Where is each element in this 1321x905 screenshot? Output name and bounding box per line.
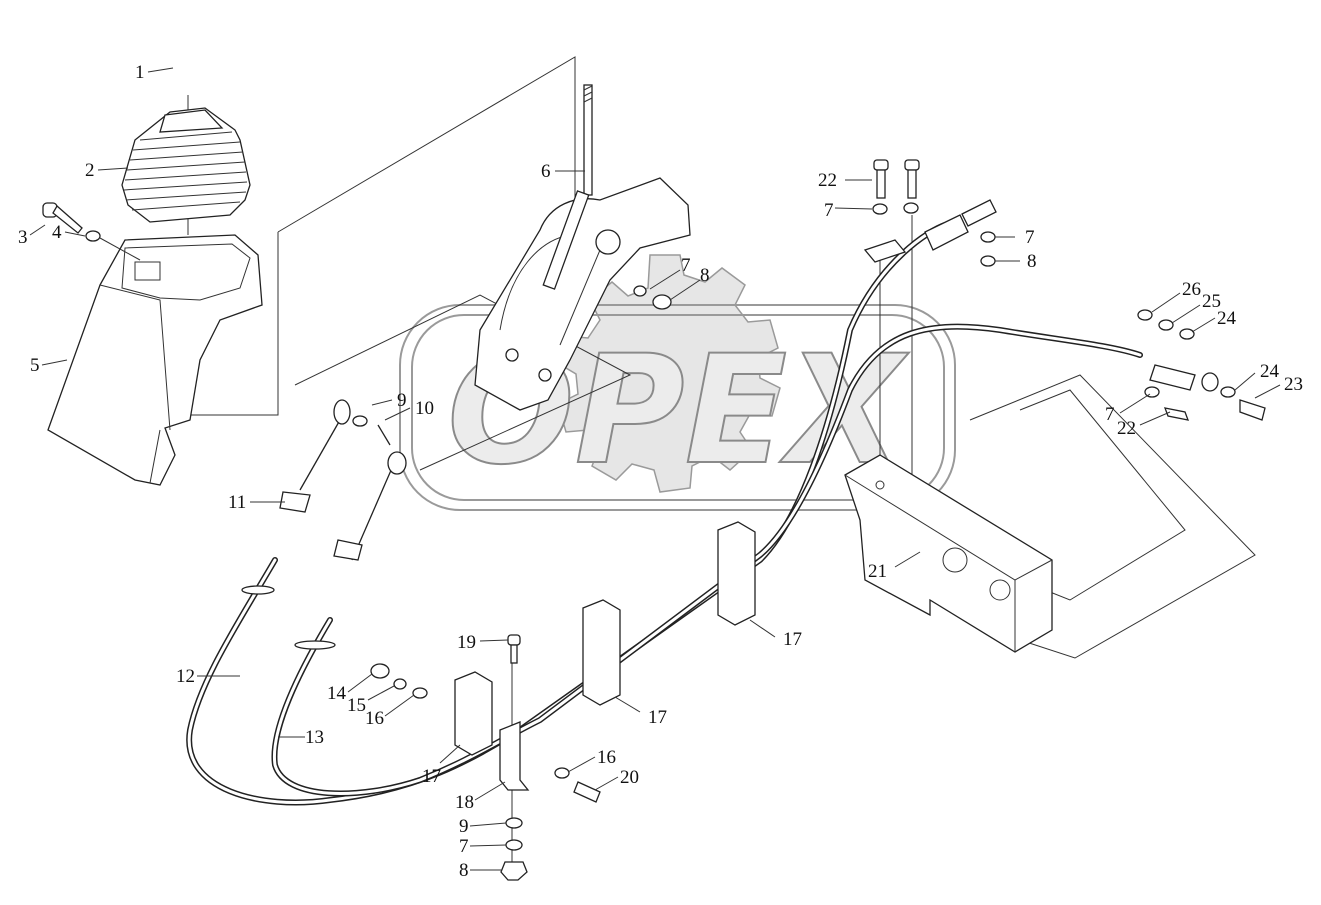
label-part-5: 5 (30, 355, 40, 376)
label-part-7-bottom: 7 (459, 836, 469, 857)
control-cables (186, 199, 1219, 806)
label-part-7-lever: 7 (681, 255, 691, 276)
guide-line-upper-left (277, 56, 576, 240)
small-hardware (352, 159, 1266, 881)
guide-line-right-outer (969, 374, 1256, 659)
label-part-25: 25 (1202, 291, 1221, 312)
label-part-10: 10 (415, 398, 434, 419)
label-part-22-top: 22 (818, 170, 837, 191)
washer-4 (85, 230, 101, 242)
label-part-1: 1 (135, 62, 145, 83)
label-part-8-lever: 8 (700, 265, 710, 286)
label-part-9-bottom: 9 (459, 816, 469, 837)
guide-line-right-inner (1019, 389, 1186, 601)
label-part-19: 19 (457, 632, 476, 653)
label-part-16-right: 16 (597, 747, 616, 768)
bolt-3 (42, 202, 83, 234)
cable-end-right (924, 199, 1219, 392)
label-part-24-top: 24 (1217, 308, 1237, 329)
cable-clamp-11 (279, 491, 311, 513)
label-part-16-left: 16 (365, 708, 384, 729)
part-labels: 1 2 3 4 5 6 7 8 22 7 7 8 26 25 24 24 23 … (18, 62, 1303, 881)
label-part-17-right: 17 (783, 629, 802, 650)
clamp-17-left (454, 671, 493, 756)
label-part-6: 6 (541, 161, 551, 182)
label-part-9-rod: 9 (397, 390, 407, 411)
leader-lines (29, 67, 1281, 871)
rubber-boot (121, 107, 251, 223)
label-part-11: 11 (228, 492, 246, 513)
rod-eye-end-2 (387, 451, 407, 475)
label-part-13: 13 (305, 727, 324, 748)
label-part-22-bracket: 22 (1117, 418, 1136, 439)
cable-clamps (454, 521, 756, 791)
label-part-17-middle: 17 (648, 707, 667, 728)
label-part-3: 3 (18, 227, 28, 248)
label-part-7-bracket: 7 (1105, 404, 1115, 425)
label-part-4: 4 (52, 222, 62, 243)
label-part-21: 21 (868, 561, 887, 582)
clamp-17-right (717, 521, 756, 626)
label-part-2: 2 (85, 160, 95, 181)
rod-eye-end (333, 399, 351, 425)
label-part-7-top: 7 (824, 200, 834, 221)
label-part-8-bottom: 8 (459, 860, 469, 881)
label-part-8-right: 8 (1027, 251, 1037, 272)
console-cover (47, 234, 263, 486)
label-part-15: 15 (347, 695, 366, 716)
label-part-18: 18 (455, 792, 474, 813)
label-part-12: 12 (176, 666, 195, 687)
label-part-20: 20 (620, 767, 639, 788)
mounting-bracket-21 (844, 454, 1053, 653)
watermark-frame-inner (411, 314, 945, 501)
label-part-23: 23 (1284, 374, 1303, 395)
label-part-7-right: 7 (1025, 227, 1035, 248)
watermark-frame-outer (399, 304, 956, 511)
bracket-18 (499, 721, 530, 791)
guide-line-left (190, 232, 279, 416)
shift-lever-assembly (474, 84, 691, 411)
label-part-24-bottom: 24 (1260, 361, 1280, 382)
clamp-17-middle (582, 599, 621, 706)
label-part-26: 26 (1182, 279, 1201, 300)
label-part-14: 14 (327, 683, 347, 704)
label-part-17-left: 17 (422, 766, 441, 787)
